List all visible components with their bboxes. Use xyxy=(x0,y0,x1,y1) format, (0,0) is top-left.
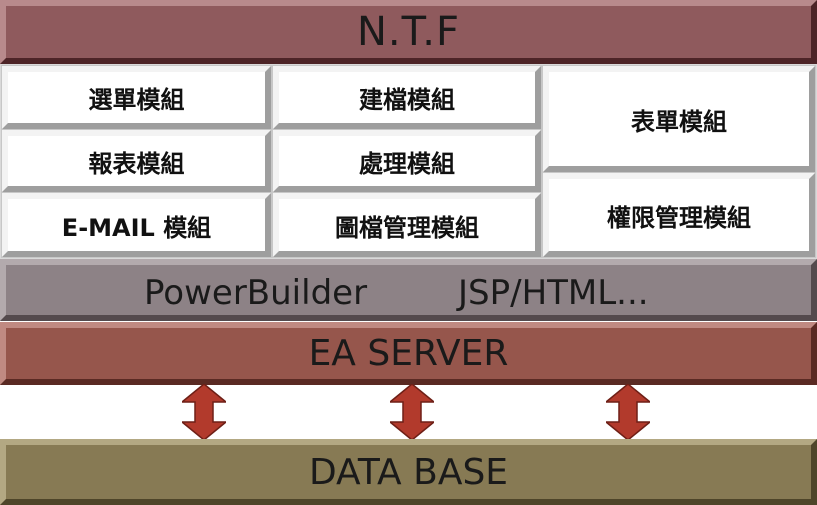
ea-server-label: EA SERVER xyxy=(308,333,509,374)
module-label: 處理模組 xyxy=(359,149,455,178)
module-image-management: 圖檔管理模組 xyxy=(272,192,542,258)
module-label: E-MAIL 模組 xyxy=(61,213,212,242)
double-arrow-vertical-icon xyxy=(606,384,650,440)
double-arrow-vertical-icon xyxy=(182,384,226,440)
module-label: 圖檔管理模組 xyxy=(335,213,479,242)
module-label: 選單模組 xyxy=(88,86,185,114)
module-label: 表單模組 xyxy=(631,107,727,136)
module-menu: 選單模組 xyxy=(1,65,272,130)
module-permission-management: 權限管理模組 xyxy=(542,172,816,258)
database-label: DATA BASE xyxy=(308,451,509,493)
module-report: 報表模組 xyxy=(1,129,272,193)
module-label: 權限管理模組 xyxy=(607,203,751,232)
ntf-band: N.T.F xyxy=(0,0,817,64)
module-email: E-MAIL 模組 xyxy=(1,192,272,258)
module-form: 表單模組 xyxy=(542,65,816,173)
ntf-label: N.T.F xyxy=(356,9,461,55)
double-arrow-vertical-icon xyxy=(390,384,434,440)
module-filing: 建檔模組 xyxy=(272,65,542,130)
module-label: 報表模組 xyxy=(88,149,185,178)
jsp-html-label: JSP/HTML... xyxy=(458,273,649,313)
module-processing: 處理模組 xyxy=(272,129,542,193)
database-band: DATA BASE xyxy=(0,439,817,505)
ea-server-band: EA SERVER xyxy=(0,322,817,385)
powerbuilder-label: PowerBuilder xyxy=(144,273,368,313)
tools-band: PowerBuilder JSP/HTML... xyxy=(0,259,817,321)
module-label: 建檔模組 xyxy=(359,86,455,114)
